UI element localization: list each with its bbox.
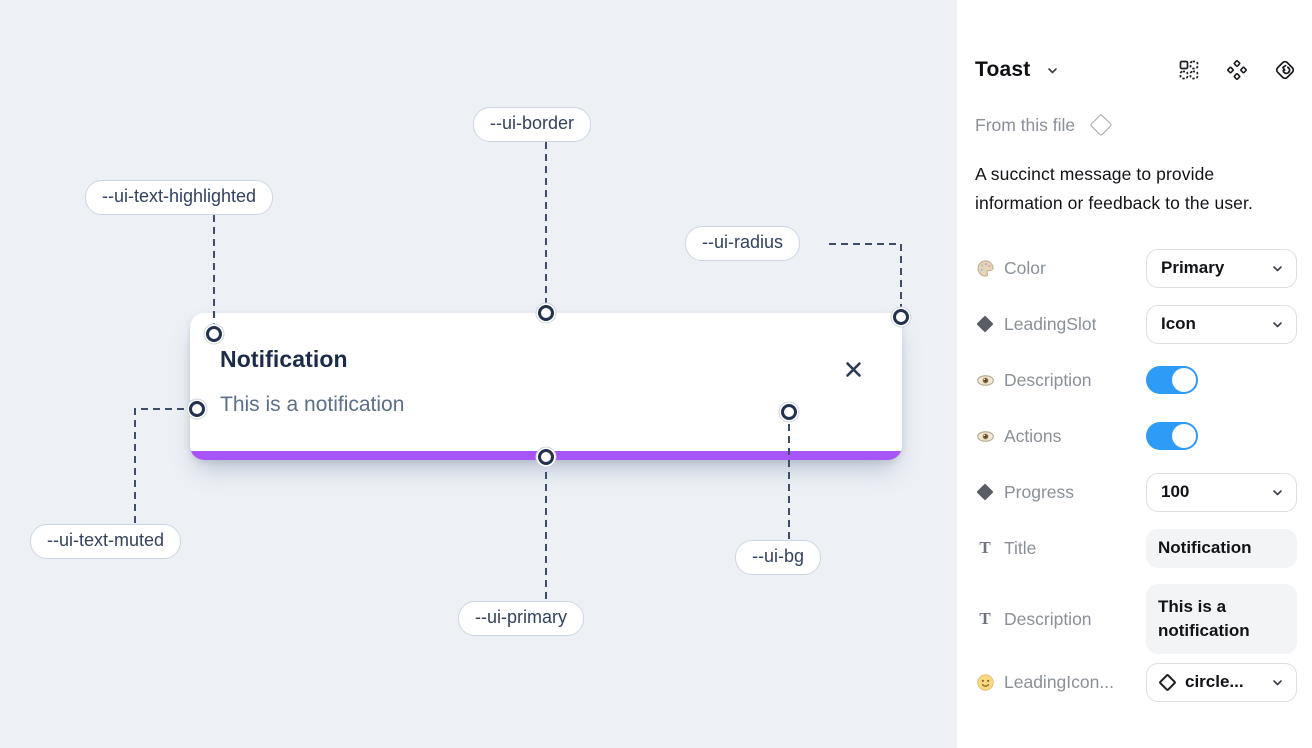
property-row-description-text: T Description This is a notification: [975, 584, 1297, 654]
chevron-down-icon: [1271, 318, 1284, 331]
text-icon: T: [979, 609, 991, 628]
toast-close-button[interactable]: [842, 358, 864, 380]
property-row-title: T Title Notification: [975, 528, 1297, 568]
toast-component[interactable]: Notification This is a notification: [190, 313, 902, 460]
annotation-ui-primary[interactable]: --ui-primary: [458, 601, 584, 636]
diamond-outline-icon: [1158, 672, 1177, 692]
actions-toggle[interactable]: [1146, 422, 1198, 450]
leadingslot-dropdown[interactable]: Icon: [1146, 304, 1297, 344]
palette-icon: [975, 259, 995, 278]
source-row: From this file: [975, 112, 1297, 138]
swap-instance-icon[interactable]: [1273, 58, 1297, 82]
source-label: From this file: [975, 115, 1076, 135]
component-icon[interactable]: [1225, 58, 1249, 82]
chevron-down-icon[interactable]: [1046, 64, 1059, 77]
leadingicon-dropdown[interactable]: circle...: [1146, 662, 1297, 702]
property-row-leadingicon: LeadingIcon... circle...: [975, 662, 1297, 702]
diamond-outline-icon: [1089, 113, 1113, 137]
progress-dropdown[interactable]: 100: [1146, 472, 1297, 512]
chevron-down-icon: [1271, 262, 1284, 275]
color-dropdown[interactable]: Primary: [1146, 248, 1297, 288]
x-icon: [845, 361, 862, 378]
diamond-icon: [975, 483, 995, 501]
eye-icon: [975, 427, 995, 446]
toggle-knob: [1172, 424, 1196, 448]
description-field[interactable]: This is a notification: [1146, 584, 1297, 654]
toast-description: This is a notification: [220, 393, 405, 416]
toast-progress-bar: [190, 451, 902, 460]
toast-title: Notification: [220, 346, 348, 372]
property-row-leadingslot: LeadingSlot Icon: [975, 304, 1297, 344]
property-row-progress: Progress 100: [975, 472, 1297, 512]
annotation-ui-radius[interactable]: --ui-radius: [685, 226, 801, 261]
component-title: Toast: [975, 58, 1031, 81]
smiley-icon: [975, 673, 995, 692]
diamond-icon: [975, 315, 995, 333]
property-row-actions-toggle: Actions: [975, 416, 1297, 456]
eye-icon: [975, 371, 995, 390]
toggle-knob: [1172, 368, 1196, 392]
property-row-color: Color Primary: [975, 248, 1297, 288]
annotation-ui-text-muted[interactable]: --ui-text-muted: [30, 524, 182, 559]
property-row-description-toggle: Description: [975, 360, 1297, 400]
design-canvas[interactable]: Notification This is a notification: [0, 0, 957, 748]
title-field[interactable]: Notification: [1146, 528, 1297, 568]
chevron-down-icon: [1271, 486, 1284, 499]
chevron-down-icon: [1271, 676, 1284, 689]
properties-panel: Toast: [957, 0, 1312, 748]
annotation-ui-bg[interactable]: --ui-bg: [735, 540, 822, 575]
annotation-ui-text-highlighted[interactable]: --ui-text-highlighted: [85, 180, 274, 215]
text-icon: T: [979, 538, 991, 557]
component-properties-icon[interactable]: [1177, 58, 1201, 82]
component-description: A succinct message to provide informatio…: [975, 164, 1253, 213]
description-toggle[interactable]: [1146, 366, 1198, 394]
panel-header: Toast: [975, 56, 1297, 84]
property-list: Color Primary LeadingSlot Icon: [975, 248, 1297, 702]
annotation-ui-border[interactable]: --ui-border: [473, 107, 592, 142]
